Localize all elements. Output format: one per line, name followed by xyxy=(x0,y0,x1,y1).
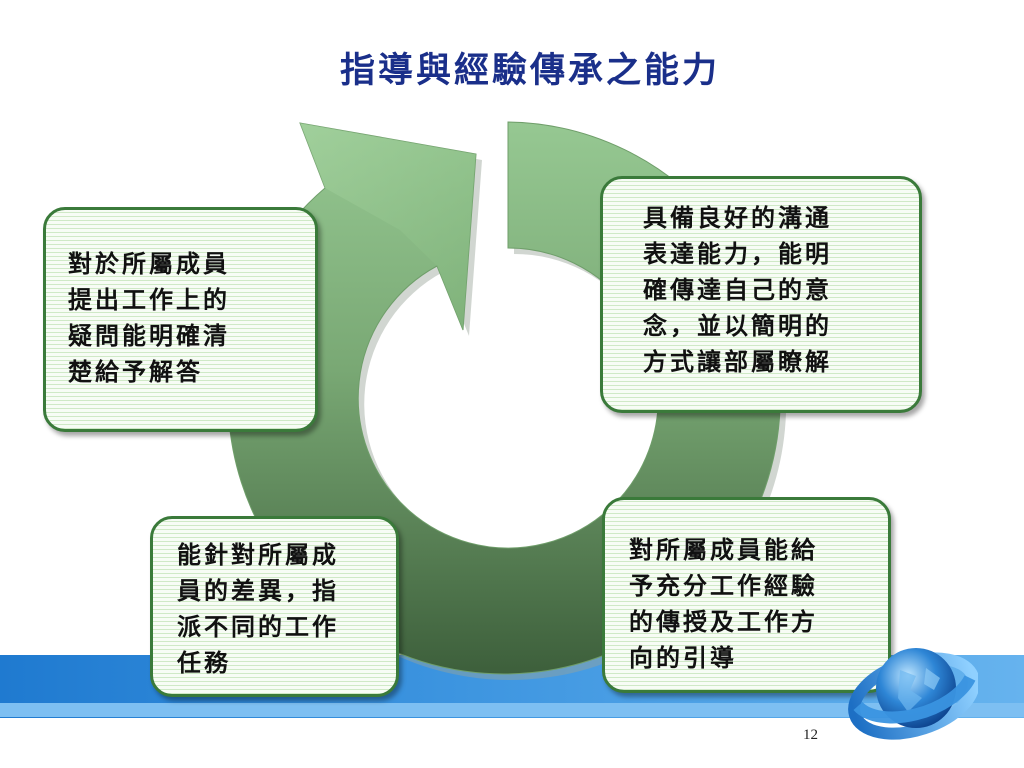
text-box-left-top: 對於所屬成員 提出工作上的 疑問能明確清 楚給予解答 xyxy=(43,207,318,432)
box-line: 提出工作上的 xyxy=(68,285,230,314)
box-line: 任務 xyxy=(177,648,231,677)
box-line: 疑問能明確清 xyxy=(68,321,230,350)
box-line: 楚給予解答 xyxy=(68,357,203,386)
box-line: 方式讓部屬瞭解 xyxy=(643,347,832,376)
box-line: 向的引導 xyxy=(629,643,737,672)
box-line: 的傳授及工作方 xyxy=(629,607,818,636)
box-line: 對於所屬成員 xyxy=(68,249,230,278)
box-line: 派不同的工作 xyxy=(177,612,339,641)
slide-title: 指導與經驗傳承之能力 xyxy=(339,50,720,91)
box-line: 對所屬成員能給 xyxy=(629,535,818,564)
box-line: 具備良好的溝通 xyxy=(643,203,832,232)
text-box-left-bottom: 能針對所屬成 員的差異，指 派不同的工作 任務 xyxy=(150,516,399,697)
box-line: 予充分工作經驗 xyxy=(629,571,818,600)
text-box-right-bottom: 對所屬成員能給 予充分工作經驗 的傳授及工作方 向的引導 xyxy=(602,497,891,693)
cycle-arrowhead xyxy=(300,123,476,330)
box-line: 能針對所屬成 xyxy=(177,540,339,569)
text-box-right-top: 具備良好的溝通 表達能力，能明 確傳達自己的意 念，並以簡明的 方式讓部屬瞭解 xyxy=(600,176,922,413)
box-line: 念，並以簡明的 xyxy=(643,311,832,340)
box-line: 確傳達自己的意 xyxy=(643,275,832,304)
box-line: 表達能力，能明 xyxy=(643,239,832,268)
footer-light-band xyxy=(0,703,1024,717)
globe-logo-icon xyxy=(848,648,978,740)
page-number: 12 xyxy=(803,727,818,743)
box-line: 員的差異，指 xyxy=(177,576,339,605)
